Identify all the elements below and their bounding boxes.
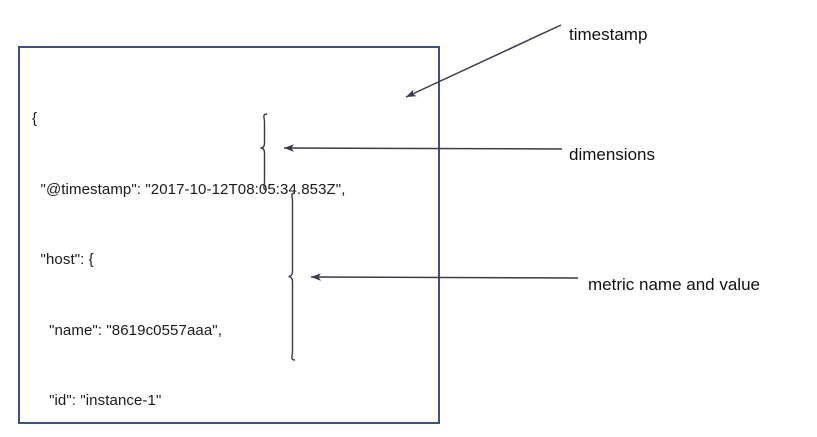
annotation-label-timestamp: timestamp bbox=[569, 25, 648, 44]
json-document-box: { "@timestamp": "2017-10-12T08:05:34.853… bbox=[18, 46, 440, 424]
annotation-label-metric: metric name and value bbox=[588, 275, 760, 294]
annotation-label-dimensions: dimensions bbox=[569, 145, 655, 164]
json-line-host-open: "host": { bbox=[32, 251, 94, 268]
json-line-timestamp: "@timestamp": "2017-10-12T08:05:34.853Z"… bbox=[32, 180, 346, 198]
json-line: { bbox=[32, 110, 38, 127]
json-line-host-id: "id": "instance-1" bbox=[32, 392, 162, 409]
json-line-host-name: "name": "8619c0557aaa", bbox=[32, 321, 222, 339]
json-code-block: { "@timestamp": "2017-10-12T08:05:34.853… bbox=[32, 60, 345, 437]
